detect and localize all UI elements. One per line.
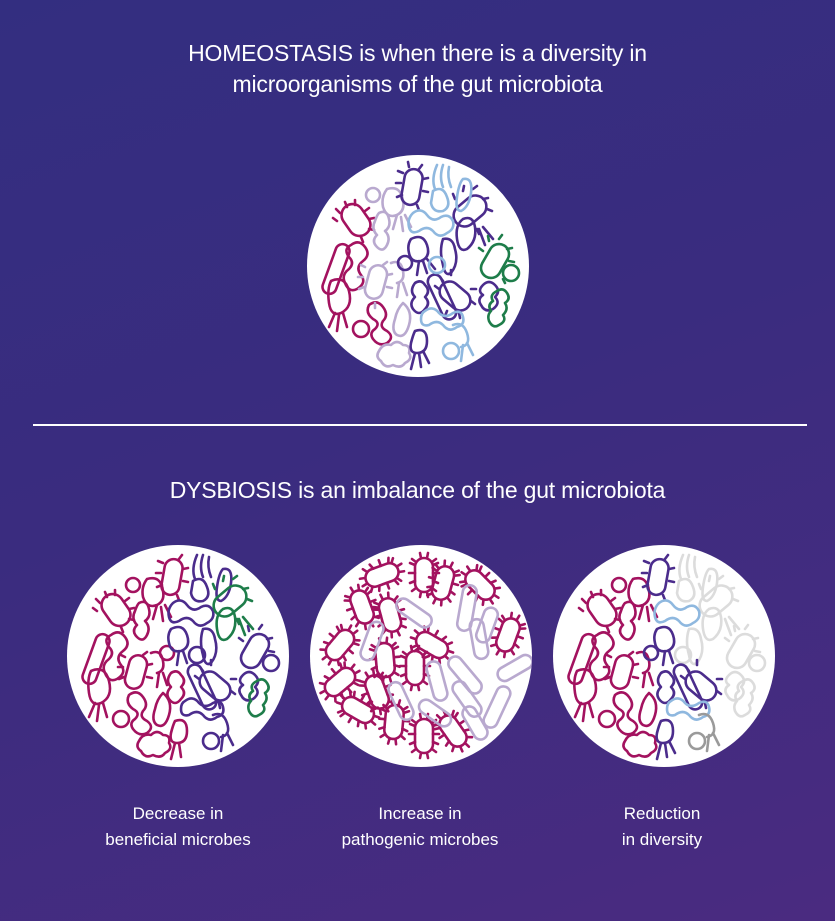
caption-reduction-diversity: Reduction in diversity xyxy=(542,801,782,853)
caption-line2: in diversity xyxy=(621,830,703,849)
caption-increase-pathogenic: Increase in pathogenic microbes xyxy=(300,801,540,853)
homeostasis-microbiota-illustration xyxy=(307,155,529,377)
dysbiosis-heading: DYSBIOSIS is an imbalance of the gut mic… xyxy=(0,475,835,506)
microbes-increased-pathogenic-icon xyxy=(312,551,532,760)
caption-line1: Reduction xyxy=(623,804,701,823)
caption-decrease-beneficial: Decrease in beneficial microbes xyxy=(58,801,298,853)
reduction-diversity-illustration xyxy=(553,545,775,767)
microbes-decreased-beneficial-icon xyxy=(81,553,281,761)
microbes-reduced-diversity-icon xyxy=(567,553,767,761)
section-divider xyxy=(33,424,807,426)
caption-line1: Decrease in xyxy=(132,804,224,823)
dysbiosis-heading-text: is an imbalance of the gut microbiota xyxy=(291,477,666,503)
increase-pathogenic-illustration xyxy=(310,545,532,767)
decrease-beneficial-illustration xyxy=(67,545,289,767)
caption-line2: beneficial microbes xyxy=(105,830,251,849)
caption-line1: Increase in xyxy=(378,804,462,823)
homeostasis-heading-line1: HOMEOSTASIS is when there is a diversity… xyxy=(0,38,835,69)
homeostasis-line1-text: is when there is a diversity in xyxy=(352,40,647,66)
homeostasis-heading: HOMEOSTASIS is when there is a diversity… xyxy=(0,38,835,100)
dysbiosis-keyword: DYSBIOSIS xyxy=(169,477,292,503)
microbes-diverse-icon xyxy=(321,160,521,371)
homeostasis-keyword: HOMEOSTASIS xyxy=(188,40,353,66)
homeostasis-heading-line2: microorganisms of the gut microbiota xyxy=(232,71,603,97)
caption-line2: pathogenic microbes xyxy=(341,830,499,849)
